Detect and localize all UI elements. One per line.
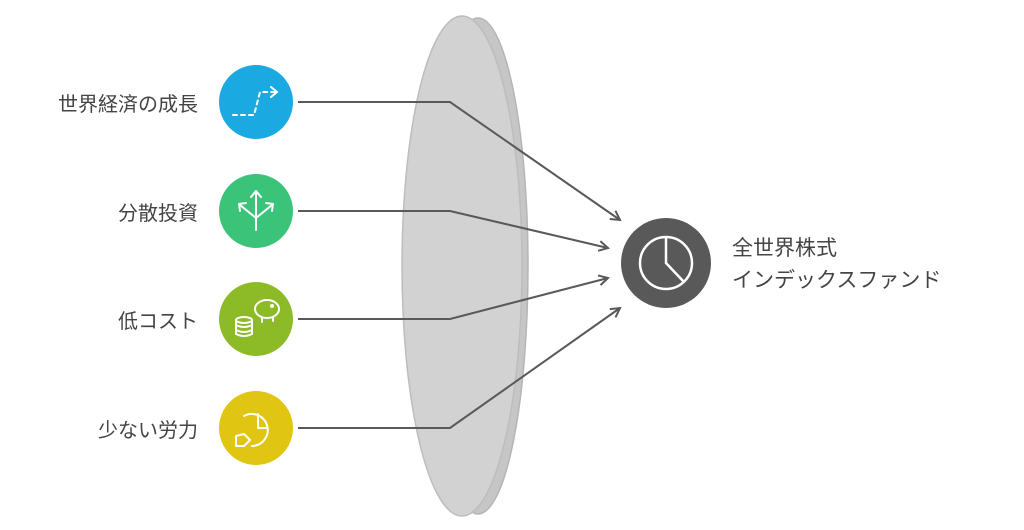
- input-label-4: 少ない労力: [98, 418, 198, 442]
- input-node-2: [219, 174, 293, 248]
- lens: [401, 15, 529, 517]
- input-circle: [219, 391, 293, 465]
- input-node-4: [219, 391, 293, 465]
- result-label-line1: 全世界株式: [732, 236, 837, 260]
- clock-hand-icon: [235, 413, 269, 447]
- input-circle: [219, 282, 293, 356]
- connector-arrow: [298, 210, 608, 248]
- connectors: [298, 101, 620, 429]
- input-circle: [219, 65, 293, 139]
- connector-arrow: [298, 101, 620, 220]
- piggy-bank-coins-icon: [235, 299, 280, 337]
- input-label-3: 低コスト: [118, 309, 198, 333]
- connector-arrow: [298, 308, 620, 429]
- result-label: 全世界株式 インデックスファンド: [732, 232, 941, 296]
- input-label-1: 世界経済の成長: [58, 92, 198, 116]
- connector-arrow: [298, 278, 608, 320]
- pie-clock-icon: [638, 235, 694, 291]
- result-label-line2: インデックスファンド: [732, 268, 942, 292]
- trend-arrow-icon: [232, 86, 279, 116]
- split-arrows-icon: [238, 190, 274, 231]
- result-node: [621, 218, 711, 308]
- input-node-3: [219, 282, 293, 356]
- input-label-2: 分散投資: [118, 201, 198, 225]
- input-node-1: [219, 65, 293, 139]
- lens-front: [401, 15, 523, 517]
